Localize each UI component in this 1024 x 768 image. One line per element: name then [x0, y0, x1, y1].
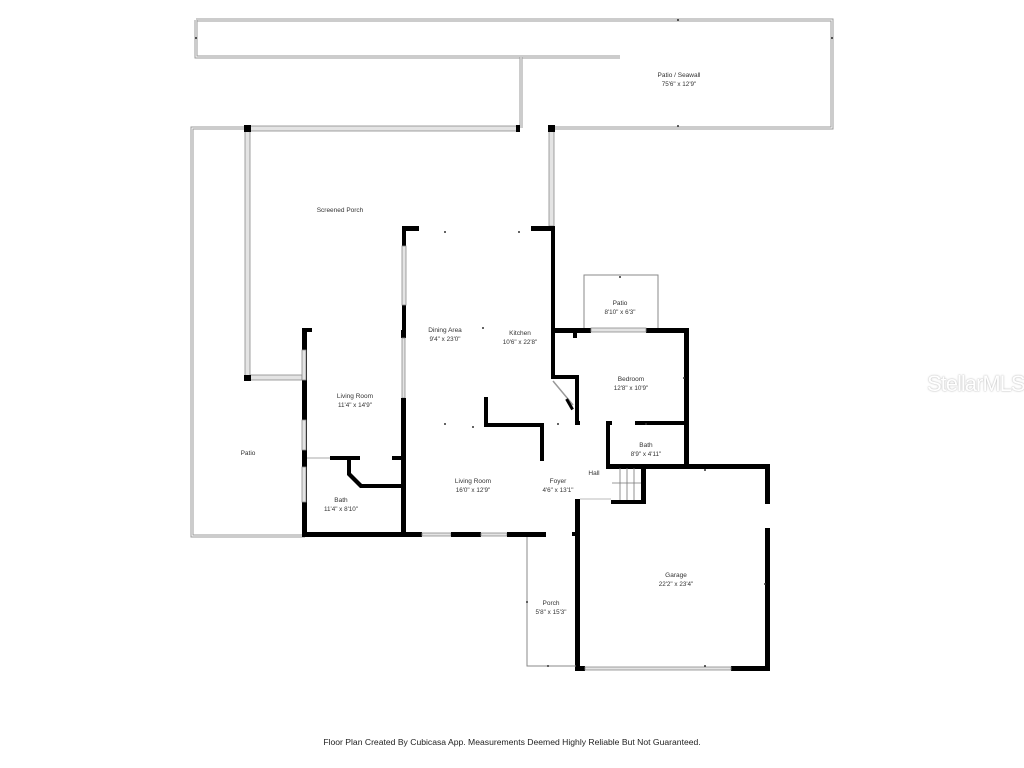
room-name: Bath	[334, 497, 348, 504]
room-dining-area: Dining Area 9'4" x 23'0"	[428, 326, 462, 344]
room-dims: 11'4" x 8'10"	[323, 506, 359, 513]
room-foyer: Foyer 4'6" x 13'1"	[542, 477, 573, 495]
room-kitchen: Kitchen 10'6" x 22'8"	[503, 329, 538, 347]
room-bath-2: Bath 8'9" x 4'11"	[631, 441, 662, 459]
screened-porch-walls	[244, 125, 555, 381]
room-dims: 16'0" x 12'9"	[455, 487, 491, 494]
room-name: Hall	[588, 470, 600, 477]
room-name: Patio / Seawall	[657, 72, 701, 79]
room-dims: 12'8" x 10'9"	[613, 385, 649, 392]
room-name: Foyer	[549, 478, 567, 485]
room-name: Living Room	[336, 393, 374, 400]
room-name: Dining Area	[428, 327, 462, 334]
measurement-dots	[195, 19, 833, 667]
room-bath-1: Bath 11'4" x 8'10"	[324, 496, 358, 514]
room-living-room-2: Living Room 16'0" x 12'9"	[455, 477, 491, 495]
room-bedroom: Bedroom 12'8" x 10'9"	[614, 375, 649, 393]
room-name: Garage	[665, 572, 687, 579]
room-name: Living Room	[454, 478, 492, 485]
room-dims: 10'6" x 22'8"	[502, 339, 538, 346]
stellarmls-watermark: StellarMLS	[927, 371, 1024, 396]
room-name: Screened Porch	[316, 207, 364, 214]
room-dims: 75'6" x 12'9"	[661, 81, 697, 88]
house-walls	[301, 226, 770, 671]
room-dims: 4'6" x 13'1"	[542, 487, 574, 494]
room-dims: 22'2" x 23'4"	[658, 581, 694, 588]
room-dims: 11'4" x 14'9"	[337, 402, 373, 409]
room-garage: Garage 22'2" x 23'4"	[659, 571, 694, 589]
room-name: Kitchen	[509, 330, 531, 337]
room-living-room-1: Living Room 11'4" x 14'9"	[337, 392, 373, 410]
room-dims: 8'10" x 6'3"	[604, 309, 636, 316]
room-patio-small: Patio 8'10" x 6'3"	[604, 299, 635, 317]
stairs-icon	[612, 468, 641, 500]
west-patio-outline	[190, 126, 305, 538]
room-name: Bath	[639, 442, 653, 449]
patio-seawall-outline	[194, 18, 834, 130]
room-screened-porch: Screened Porch	[317, 206, 364, 215]
room-porch: Porch 5'8" x 15'3"	[535, 599, 566, 617]
footer-disclaimer: Floor Plan Created By Cubicasa App. Meas…	[323, 737, 701, 747]
room-name: Patio	[240, 450, 256, 457]
room-patio-seawall: Patio / Seawall 75'6" x 12'9"	[658, 71, 701, 89]
room-name: Patio	[612, 300, 628, 307]
room-dims: 8'9" x 4'11"	[630, 451, 662, 458]
room-name: Porch	[542, 600, 560, 607]
room-name: Bedroom	[617, 376, 645, 383]
room-dims: 9'4" x 23'0"	[429, 336, 461, 343]
room-hall: Hall	[588, 469, 599, 478]
room-patio-west: Patio	[241, 449, 256, 458]
room-dims: 5'8" x 15'3"	[535, 609, 567, 616]
